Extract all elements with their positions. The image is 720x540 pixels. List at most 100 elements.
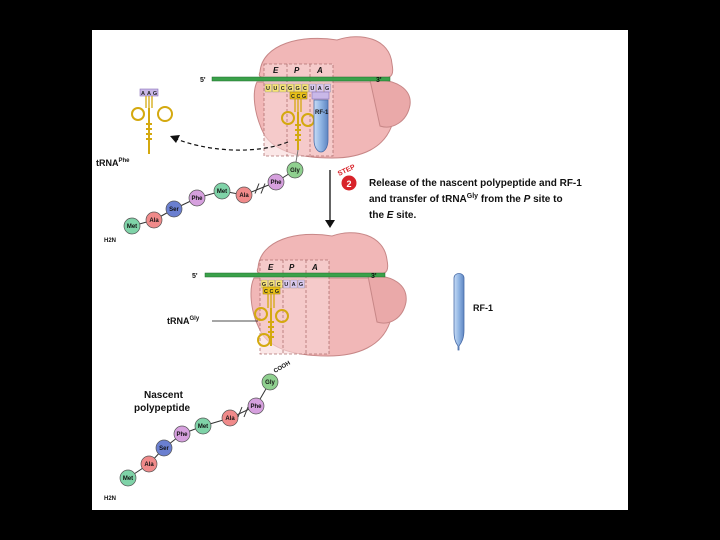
bottom-c-terminus: COOH: [273, 361, 292, 375]
bottom-site-e-label: E: [268, 263, 274, 272]
top-site-e-label: E: [273, 66, 279, 75]
trna-gly-label: tRNAGly: [167, 316, 200, 326]
nucleotide-letter: A: [141, 91, 145, 97]
amino-acid-label: Phe: [176, 432, 188, 438]
step-caption-line3: the E site.: [369, 210, 416, 221]
nucleotide-letter: G: [299, 282, 303, 288]
top-site-a-label: A: [316, 66, 323, 75]
bottom-mrna-strand: [204, 272, 386, 278]
nucleotide-letter: A: [292, 282, 296, 288]
step-number-badge: [341, 175, 357, 191]
free-rf1-body: [453, 273, 465, 351]
nascent-label-line1: Nascent: [144, 390, 184, 401]
amino-acid-label: Ala: [144, 462, 154, 468]
nucleotide-letter: A: [318, 86, 322, 92]
nucleotide-letter: C: [270, 289, 274, 295]
bottom-n-terminus: H2N: [104, 496, 116, 502]
nucleotide-box: [290, 279, 298, 289]
step-number: 2: [346, 179, 351, 189]
nucleotide-letter: C: [264, 289, 268, 295]
nucleotide-box: [297, 279, 305, 289]
amino-acid-label: Phe: [270, 180, 282, 186]
nucleotide-letter: G: [262, 282, 266, 288]
step-caption-line1: Release of the nascent polypeptide and R…: [369, 178, 582, 189]
amino-acid-label: Ala: [239, 193, 249, 199]
amino-acid-label: Ser: [159, 446, 169, 452]
trna-phe-label: tRNAPhe: [96, 158, 130, 168]
top-five-prime: 5': [200, 77, 206, 84]
amino-acid-ala: [235, 186, 253, 204]
nucleotide-letter: C: [277, 282, 281, 288]
amino-acid-met: [194, 417, 212, 435]
amino-acid-ser: [165, 200, 183, 218]
amino-acid-ala: [140, 455, 158, 473]
bottom-five-prime: 5': [192, 273, 198, 280]
chain-break: [254, 183, 266, 194]
nucleotide-letter: C: [291, 94, 295, 100]
amino-acid-label: Phe: [191, 196, 203, 202]
nucleotide-letter: C: [281, 86, 285, 92]
amino-acid-gly: [261, 373, 279, 391]
amino-acid-label: Met: [198, 424, 208, 430]
free-rf1-label: RF-1: [473, 303, 493, 313]
nucleotide-box: [283, 279, 290, 289]
amino-acid-label: Ser: [169, 207, 179, 213]
amino-acid-met: [213, 182, 231, 200]
amino-acid-phe: [267, 173, 285, 191]
nucleotide-letter: A: [147, 91, 151, 97]
amino-acid-label: Gly: [265, 380, 275, 386]
release-arrow: [173, 137, 289, 151]
bottom-right-lobe: [367, 275, 407, 324]
nucleotide-letter: U: [266, 86, 270, 92]
amino-acid-phe: [173, 425, 191, 443]
top-mrna-strand: [211, 76, 391, 82]
nucleotide-letter: C: [303, 86, 307, 92]
free-rf1: RF-1: [453, 273, 493, 351]
nucleotide-letter: G: [295, 86, 299, 92]
nucleotide-letter: G: [275, 289, 279, 295]
amino-acid-met: [119, 469, 137, 487]
top-rf1: RF-1: [311, 91, 330, 153]
amino-acid-ala: [221, 409, 239, 427]
top-site-p-label: P: [294, 66, 300, 75]
nucleotide-box: [264, 83, 272, 93]
amino-acid-label: Ala: [225, 416, 235, 422]
amino-acid-label: Gly: [290, 168, 300, 174]
top-n-terminus: H2N: [104, 238, 116, 244]
bottom-three-prime: 3': [371, 273, 377, 280]
nucleotide-letter: U: [284, 282, 288, 288]
amino-acid-gly: [286, 161, 304, 179]
amino-acid-label: Met: [127, 224, 137, 230]
nucleotide-letter: C: [297, 94, 301, 100]
top-rf1-label: RF-1: [315, 110, 329, 116]
nucleotide-letter: G: [288, 86, 292, 92]
top-three-prime: 3': [376, 77, 382, 84]
bottom-site-a-label: A: [311, 263, 318, 272]
amino-acid-phe: [188, 189, 206, 207]
nucleotide-letter: G: [269, 282, 273, 288]
amino-acid-label: Met: [217, 189, 227, 195]
amino-acid-label: Ala: [149, 218, 159, 224]
top-right-lobe: [369, 79, 411, 128]
top-ribosome: E P A: [253, 36, 411, 159]
amino-acid-label: Phe: [250, 404, 262, 410]
nucleotide-letter: U: [310, 86, 314, 92]
nucleotide-box: [272, 83, 280, 93]
amino-acid-label: Met: [123, 476, 133, 482]
step-word: STEP: [337, 164, 357, 178]
chain-break: [237, 406, 249, 418]
nascent-label-line2: polypeptide: [134, 403, 191, 414]
